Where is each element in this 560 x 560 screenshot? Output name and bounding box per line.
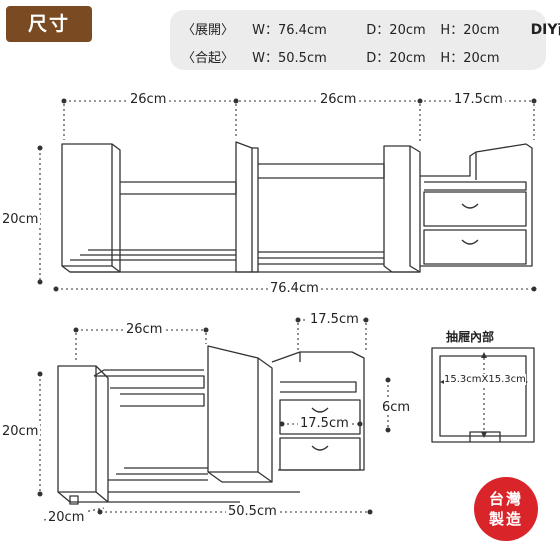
spec-closed-width: W：50.5cm — [252, 51, 327, 66]
dim-top-height: 20cm — [0, 212, 41, 227]
spec-closed-height: H：20cm — [440, 51, 500, 66]
spec-closed-row: 〈合起〉 W：50.5cm D：20cm H：20cm — [182, 47, 526, 66]
dim-bottom-width: 26cm — [124, 322, 165, 337]
dim-bottom-depth: 20cm — [46, 510, 87, 525]
spec-expanded-row: 〈展開〉 W：76.4cm D：20cm H：20cm DIY商品 — [182, 19, 560, 39]
drawer-inner-title: 抽屜內部 — [446, 330, 495, 344]
dim-drawer-inner-width: 17.5cm — [298, 416, 351, 431]
spec-expanded-label: 〈展開〉 — [182, 23, 235, 38]
badge-line2: 製造 — [488, 510, 523, 528]
dim-bottom-total: 50.5cm — [226, 504, 279, 519]
spec-box: 〈展開〉 W：76.4cm D：20cm H：20cm DIY商品 〈合起〉 W… — [170, 10, 560, 70]
drawer-inner-illustration — [431, 347, 535, 443]
dim-top-left: 26cm — [128, 92, 169, 107]
dim-top-total: 76.4cm — [268, 281, 321, 296]
diy-note: DIY商品 — [530, 22, 560, 38]
dim-bottom-height: 20cm — [0, 424, 41, 439]
made-in-taiwan-badge: 台灣 製造 — [474, 477, 538, 541]
dim-top-right: 17.5cm — [452, 92, 505, 107]
badge-line1: 台灣 — [488, 490, 523, 508]
dim-top-mid: 26cm — [318, 92, 359, 107]
spec-expanded-width: W：76.4cm — [252, 23, 327, 38]
dim-drawer-width: 17.5cm — [308, 312, 361, 327]
expanded-shelf-illustration — [61, 141, 533, 273]
dim-drawer-height: 6cm — [380, 400, 413, 415]
spec-expanded-height: H：20cm — [440, 23, 500, 38]
spec-closed-depth: D：20cm — [366, 51, 426, 66]
drawer-inner-size: 15.3cmX15.3cm — [444, 374, 526, 385]
closed-shelf-illustration — [57, 345, 365, 505]
spec-expanded-depth: D：20cm — [366, 23, 426, 38]
spec-closed-label: 〈合起〉 — [182, 51, 235, 66]
section-title: 尺寸 — [6, 6, 92, 42]
